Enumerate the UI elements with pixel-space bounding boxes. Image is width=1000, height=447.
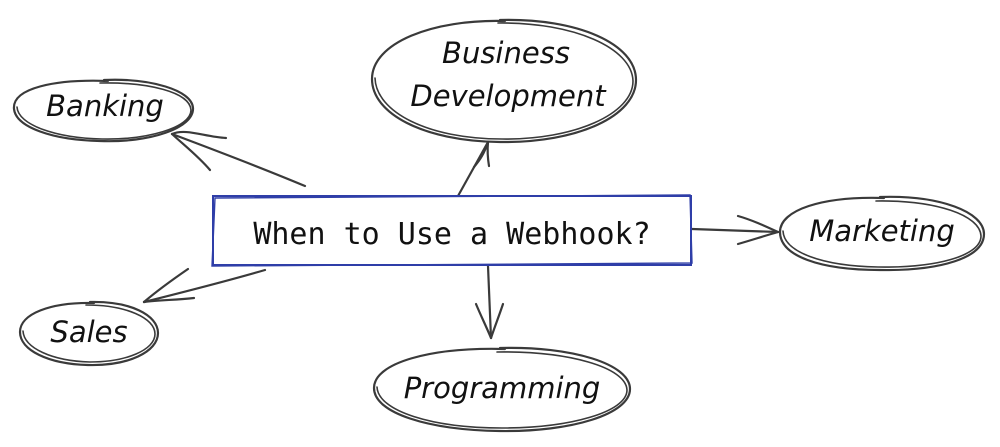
node-business-development: Business Development xyxy=(370,18,638,144)
node-marketing-label: Marketing xyxy=(809,214,955,248)
center-box: When to Use a Webhook? xyxy=(211,194,693,267)
node-marketing: Marketing xyxy=(778,195,986,272)
node-banking: Banking xyxy=(12,78,195,143)
node-programming: Programming xyxy=(372,346,632,433)
node-business-label-line2: Development xyxy=(410,79,607,113)
node-sales: Sales xyxy=(18,300,160,367)
node-business-label-line1: Business xyxy=(442,36,570,70)
center-label: When to Use a Webhook? xyxy=(253,217,650,252)
arrow-to-sales xyxy=(142,267,267,304)
arrow-to-marketing xyxy=(690,214,780,246)
node-banking-label: Banking xyxy=(46,89,164,123)
node-programming-label: Programming xyxy=(404,371,601,405)
node-sales-label: Sales xyxy=(50,315,127,349)
arrow-to-programming xyxy=(474,264,505,340)
arrow-to-banking xyxy=(170,130,307,188)
arrow-to-business xyxy=(456,140,491,198)
